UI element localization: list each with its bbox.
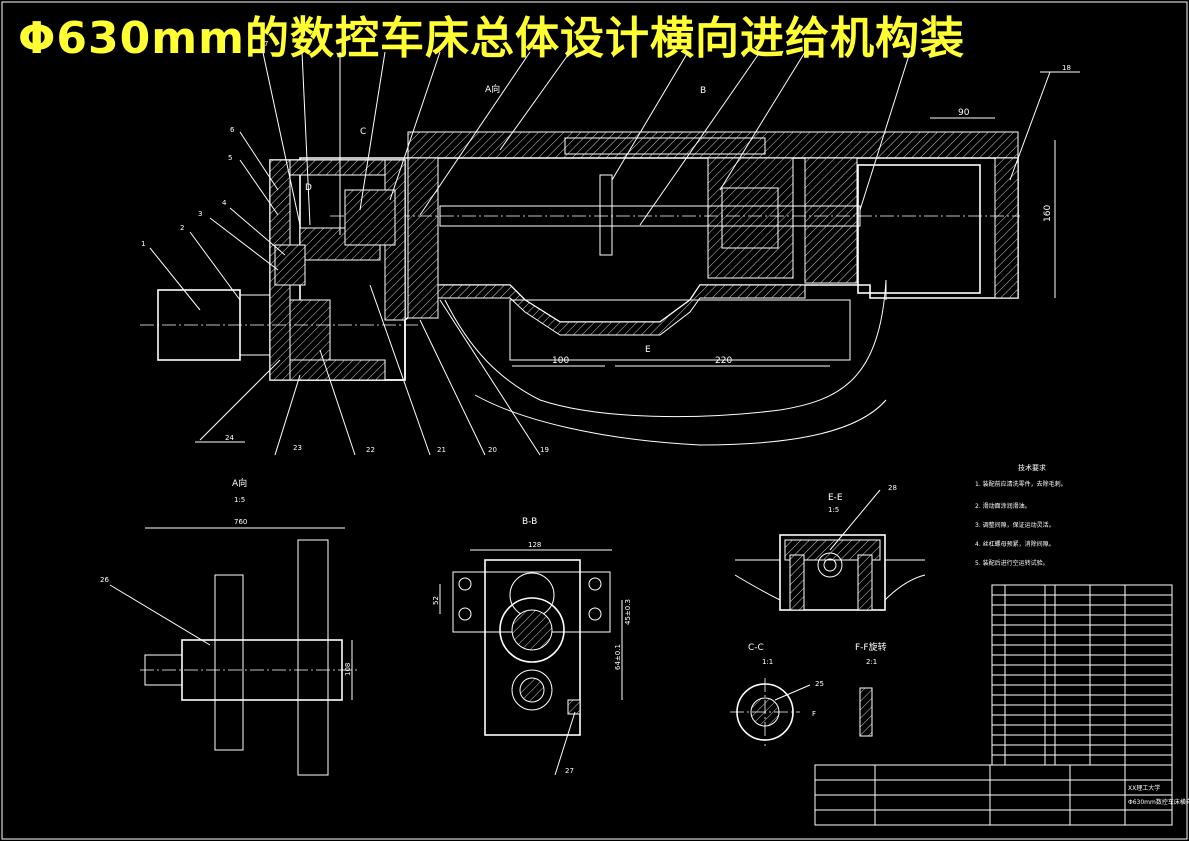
- balloon-4: 4: [222, 199, 227, 207]
- view-cc-title: C-C: [748, 643, 764, 653]
- lower-slide: [509, 299, 851, 361]
- drawing-title: Φ630mm的数控车床总体设计横向进给机构装: [18, 13, 965, 64]
- balloon-25: 25: [815, 680, 824, 688]
- gearbox-wall-top: [289, 159, 386, 176]
- nut-inner: [721, 187, 779, 249]
- carriage-base: [444, 279, 887, 418]
- balloon-18: 18: [1062, 64, 1071, 72]
- balloon-20: 20: [488, 446, 497, 454]
- dim-100: 100: [552, 356, 569, 366]
- note-5: 5. 装配后进行空运转试验。: [975, 559, 1049, 567]
- view-a-scale: 1:5: [234, 496, 245, 504]
- balloon-3: 3: [198, 210, 202, 218]
- motor-right: [857, 164, 981, 294]
- title-block-university: XX理工大学: [1128, 784, 1160, 792]
- screw-support: [599, 174, 613, 256]
- view-ee-title: E-E: [828, 493, 843, 503]
- dim-160: 160: [1043, 205, 1053, 222]
- view-bb: B-B 128 52 64±0.1 45±0.3 27: [432, 517, 632, 776]
- note-1: 1. 装配前应清洗零件，去除毛刺。: [975, 480, 1067, 488]
- dim-90: 90: [958, 108, 970, 118]
- label-section-e: E: [645, 345, 651, 355]
- title-block: XX理工大学 Φ630mm数控车床横向进给机构装配图: [814, 764, 1189, 826]
- bottom-web: [437, 284, 806, 336]
- label-section-c: C: [360, 127, 366, 137]
- carriage-base-lower: [474, 394, 887, 446]
- balloon-22: 22: [366, 446, 375, 454]
- balloon-19: 19: [540, 446, 549, 454]
- parts-list: [991, 584, 1173, 766]
- note-4: 4. 丝杠螺母预紧，消除间隙。: [975, 540, 1055, 548]
- balloon-2: 2: [180, 224, 184, 232]
- view-ee: E-E 1:5 28: [734, 484, 926, 611]
- nut-block: [707, 157, 794, 279]
- view-cc-arrow: F: [812, 710, 816, 718]
- right-bearing-block: [804, 157, 858, 284]
- top-plate-slot: [564, 137, 766, 155]
- view-a-height: 108: [344, 663, 352, 676]
- view-cc-scale: 1:1: [762, 658, 773, 666]
- gear-left: [274, 244, 306, 286]
- balloon-28: 28: [888, 484, 897, 492]
- balloon-5: 5: [228, 154, 232, 162]
- view-bb-title: B-B: [522, 517, 537, 527]
- balloon-26: 26: [100, 576, 109, 584]
- gear-lower: [289, 299, 331, 361]
- note-3: 3. 调整间隙，保证运动灵活。: [975, 521, 1055, 529]
- view-ff: F-F旋转 2:1: [855, 641, 887, 737]
- balloon-7: 7: [264, 40, 268, 48]
- view-ff-scale: 2:1: [866, 658, 877, 666]
- note-2: 2. 滑动面涂润滑油。: [975, 502, 1031, 510]
- view-ff-title: F-F旋转: [855, 641, 887, 653]
- view-ee-scale: 1:5: [828, 506, 839, 514]
- balloon-1: 1: [141, 240, 145, 248]
- view-bb-right-dim: 64±0.1: [614, 644, 622, 670]
- view-a: A向 1:5 760 108 26: [100, 477, 360, 776]
- main-view: 90 160 100 220 A向 B C E D: [140, 83, 1056, 446]
- balloon-23: 23: [293, 444, 302, 452]
- gearbox-wall-bottom: [289, 359, 386, 381]
- view-cc: C-C 1:1 F 25: [730, 643, 824, 746]
- balloon-24: 24: [225, 434, 234, 442]
- view-a-width: 760: [234, 518, 247, 526]
- balloon-6: 6: [230, 126, 235, 134]
- view-bb-width: 128: [528, 541, 541, 549]
- right-wall: [994, 157, 1019, 299]
- title-block-drawing-name: Φ630mm数控车床横向进给机构装配图: [1128, 798, 1189, 806]
- notes-title: 技术要求: [1018, 463, 1046, 472]
- technical-notes: 技术要求 1. 装配前应清洗零件，去除毛刺。 2. 滑动面涂润滑油。 3. 调整…: [975, 463, 1067, 567]
- main-balloons: 1 2 3 4 5 6 7 18 19 20 21 22 23: [141, 40, 1080, 456]
- left-wall: [407, 157, 439, 319]
- dim-220: 220: [715, 356, 732, 366]
- bearing-set: [344, 189, 396, 246]
- view-a-title: A向: [232, 477, 247, 489]
- view-bb-left-dim: 52: [432, 596, 440, 605]
- view-bb-right-dim2: 45±0.3: [624, 599, 632, 625]
- label-section-b: B: [700, 86, 706, 96]
- label-view-a: A向: [485, 83, 500, 95]
- balloon-27: 27: [565, 767, 574, 775]
- balloon-21: 21: [437, 446, 446, 454]
